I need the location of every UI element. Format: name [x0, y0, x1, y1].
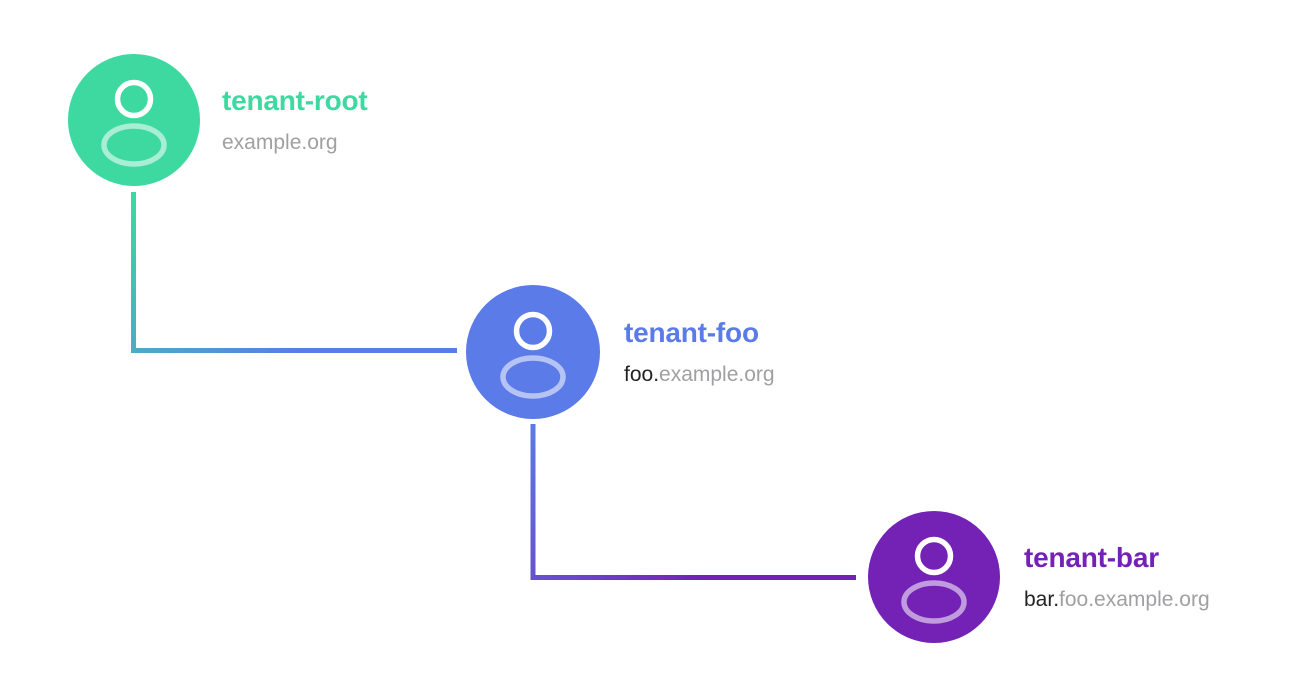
- node-tenant-root[interactable]: tenant-root example.org: [68, 54, 368, 186]
- subtitle-rest: example.org: [659, 363, 775, 387]
- labels-tenant-bar: tenant-bar bar.foo.example.org: [1024, 541, 1210, 611]
- node-title-tenant-foo: tenant-foo: [624, 316, 759, 348]
- node-title-tenant-root: tenant-root: [222, 84, 368, 116]
- node-subtitle-tenant-bar: bar.foo.example.org: [1024, 589, 1210, 611]
- labels-tenant-root: tenant-root example.org: [222, 84, 368, 154]
- labels-tenant-foo: tenant-foo foo.example.org: [624, 316, 775, 386]
- subtitle-prefix: bar.: [1024, 588, 1060, 612]
- user-avatar-icon: [101, 79, 167, 167]
- user-avatar-icon: [500, 311, 566, 399]
- user-avatar-icon: [901, 536, 967, 624]
- node-subtitle-tenant-root: example.org: [222, 132, 368, 154]
- avatar-tenant-foo[interactable]: [466, 285, 600, 419]
- node-tenant-bar[interactable]: tenant-bar bar.foo.example.org: [868, 511, 1210, 643]
- node-subtitle-tenant-foo: foo.example.org: [624, 364, 775, 386]
- subtitle-rest: foo.example.org: [1059, 588, 1210, 612]
- node-title-tenant-bar: tenant-bar: [1024, 541, 1159, 573]
- edge-root-to-foo: [131, 192, 457, 353]
- avatar-tenant-bar[interactable]: [868, 511, 1000, 643]
- subtitle-prefix: foo.: [624, 363, 660, 387]
- subtitle-rest: example.org: [222, 131, 338, 155]
- avatar-tenant-root[interactable]: [68, 54, 200, 186]
- node-tenant-foo[interactable]: tenant-foo foo.example.org: [466, 285, 775, 419]
- edge-foo-to-bar: [530, 424, 856, 580]
